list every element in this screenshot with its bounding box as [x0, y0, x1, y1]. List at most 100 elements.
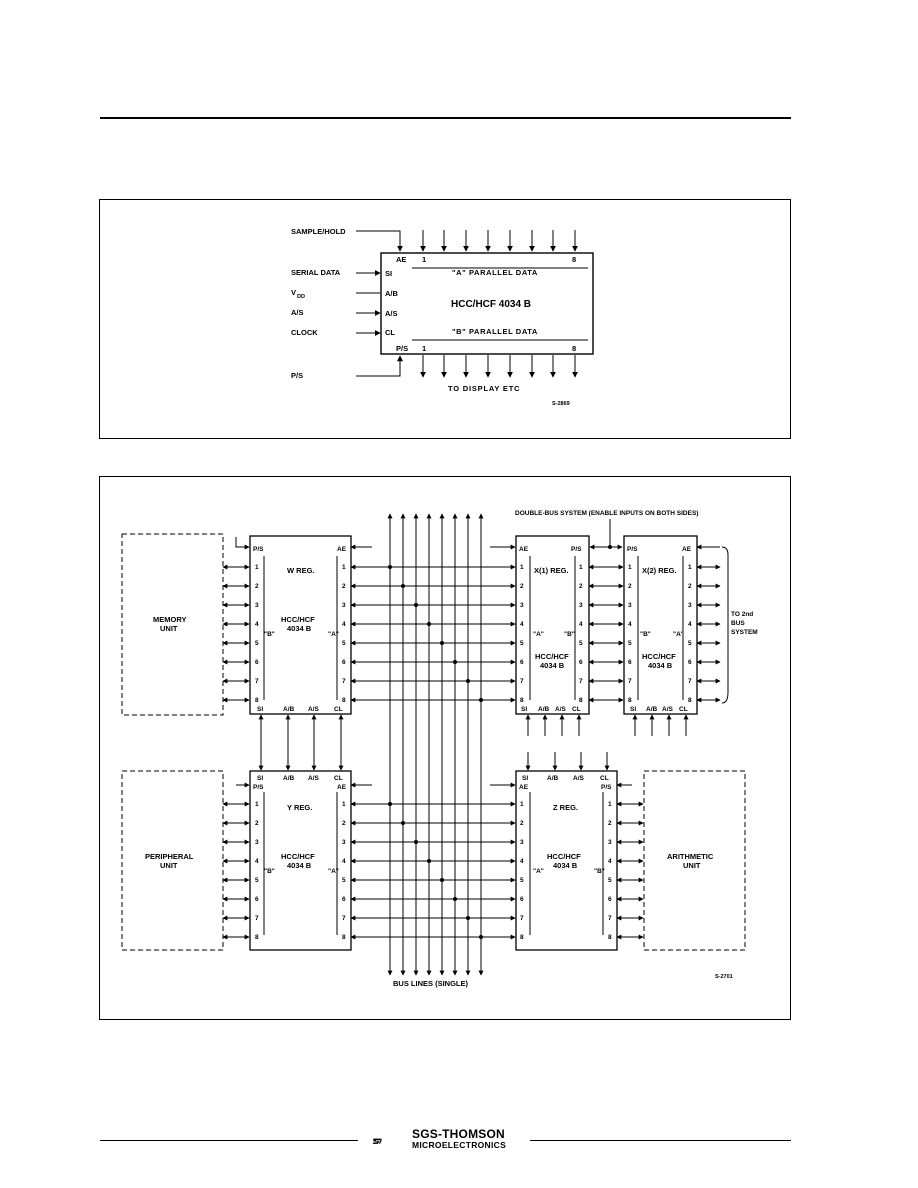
y-pin-a-4: 4	[342, 858, 346, 865]
fig1-a-data-label: "A" PARALLEL DATA	[452, 268, 538, 277]
brand-sub: MICROELECTRONICS	[412, 1140, 507, 1150]
y-pin-a-7: 7	[342, 915, 346, 922]
w-pin-ps: P/S	[253, 546, 264, 553]
z-pin-ae: AE	[519, 784, 529, 791]
fig1-code: S-2869	[552, 401, 570, 407]
x2-pin-a-5: 5	[688, 640, 692, 647]
w-pin-a-1: 1	[342, 564, 346, 571]
figure-1-frame	[99, 199, 791, 439]
w-pin-si: SI	[257, 706, 263, 713]
w-a-marker: "A"	[328, 631, 339, 638]
x2-pin-a-1: 1	[688, 564, 692, 571]
z-pin-b-5: 5	[608, 877, 612, 884]
z-a-marker: "A"	[533, 868, 544, 875]
y-pin-a-2: 2	[342, 820, 346, 827]
st-logo-icon	[372, 1138, 383, 1144]
w-pin-6: 6	[255, 659, 259, 666]
y-a-marker: "A"	[328, 868, 339, 875]
bus-junction-bottom-6	[453, 897, 457, 901]
w-pin-a-6: 6	[342, 659, 346, 666]
arithmetic-unit-label-1: ARITHMETIC	[667, 852, 714, 861]
z-pin-cl: CL	[600, 775, 609, 782]
z-reg-label: Z REG.	[553, 803, 578, 812]
header-rule	[100, 117, 791, 119]
fig1-input-serial-data: SERIAL DATA	[291, 268, 341, 277]
footer-rule-right	[530, 1140, 791, 1141]
y-pin-a-5: 5	[342, 877, 346, 884]
z-pin-b-4: 4	[608, 858, 612, 865]
x1-pin-b-5: 5	[579, 640, 583, 647]
z-reg-part-1: HCC/HCF	[547, 852, 581, 861]
x1-pin-ab: A/B	[538, 706, 550, 713]
y-pin-2: 2	[255, 820, 259, 827]
z-pin-1: 1	[520, 801, 524, 808]
x2-pin-cl: CL	[679, 706, 688, 713]
x1-b-marker: "B"	[564, 631, 575, 638]
y-pin-6: 6	[255, 896, 259, 903]
bus-junction-top-5	[440, 641, 444, 645]
z-reg-chip	[515, 770, 618, 951]
w-reg-part-1: HCC/HCF	[281, 615, 315, 624]
w-pin-a-2: 2	[342, 583, 346, 590]
z-pin-ps: P/S	[601, 784, 612, 791]
x2-pin-ps: P/S	[627, 546, 638, 553]
y-pin-ae: AE	[337, 784, 347, 791]
x2-pin-7: 7	[628, 678, 632, 685]
y-reg-label: Y REG.	[287, 803, 312, 812]
w-pin-a-4: 4	[342, 621, 346, 628]
fig1-input-vdd: V	[291, 288, 296, 297]
x1-pin-cl: CL	[572, 706, 581, 713]
w-pin-cl: CL	[334, 706, 343, 713]
y-pin-ab: A/B	[283, 775, 295, 782]
w-pin-7: 7	[255, 678, 259, 685]
w-pin-a-7: 7	[342, 678, 346, 685]
x1-pin-ps: P/S	[571, 546, 582, 553]
fig1-pin-as: A/S	[385, 309, 398, 318]
brand-name: SGS-THOMSON	[412, 1127, 505, 1141]
y-pin-a-8: 8	[342, 934, 346, 941]
x1-pin-b-2: 2	[579, 583, 583, 590]
z-pin-2: 2	[520, 820, 524, 827]
fig1-input-ps: P/S	[291, 371, 303, 380]
y-reg-part-2: 4034 B	[287, 861, 312, 870]
x2-pin-1: 1	[628, 564, 632, 571]
bus-junction-top-1	[388, 565, 392, 569]
x1-reg-label: X(1) REG.	[534, 566, 569, 575]
x2-reg-chip	[623, 535, 698, 715]
w-reg-label: W REG.	[287, 566, 315, 575]
z-pin-as: A/S	[573, 775, 585, 782]
fig1-bit-1-top: 1	[422, 255, 426, 264]
fig1-input-clock: CLOCK	[291, 328, 318, 337]
z-pin-5: 5	[520, 877, 524, 884]
w-ps-input	[235, 537, 250, 550]
z-pin-3: 3	[520, 839, 524, 846]
z-reg-part-2: 4034 B	[553, 861, 578, 870]
x1-pin-3: 3	[520, 602, 524, 609]
x1-pin-7: 7	[520, 678, 524, 685]
z-pin-b-6: 6	[608, 896, 612, 903]
x1-reg-part-2: 4034 B	[540, 661, 565, 670]
fig1-bit-1-bottom: 1	[422, 344, 426, 353]
bus-junction-bottom-5	[440, 878, 444, 882]
x2-pin-ab: A/B	[646, 706, 658, 713]
x1-pin-b-3: 3	[579, 602, 583, 609]
x2-pin-si: SI	[630, 706, 636, 713]
memory-unit-label-2: UNIT	[160, 624, 178, 633]
bus-junction-top-7	[466, 679, 470, 683]
w-pin-2: 2	[255, 583, 259, 590]
memory-unit-box	[121, 533, 224, 716]
w-pin-ab: A/B	[283, 706, 295, 713]
x2-pin-5: 5	[628, 640, 632, 647]
z-pin-b-8: 8	[608, 934, 612, 941]
z-pin-si: SI	[522, 775, 528, 782]
x1-pin-b-6: 6	[579, 659, 583, 666]
bus-junction-top-3	[414, 603, 418, 607]
x2-reg-part-2: 4034 B	[648, 661, 673, 670]
bus-junction-top-4	[427, 622, 431, 626]
w-pin-a-3: 3	[342, 602, 346, 609]
bus-junction-bottom-4	[427, 859, 431, 863]
x1-pin-b-4: 4	[579, 621, 583, 628]
x2-pin-2: 2	[628, 583, 632, 590]
w-pin-4: 4	[255, 621, 259, 628]
